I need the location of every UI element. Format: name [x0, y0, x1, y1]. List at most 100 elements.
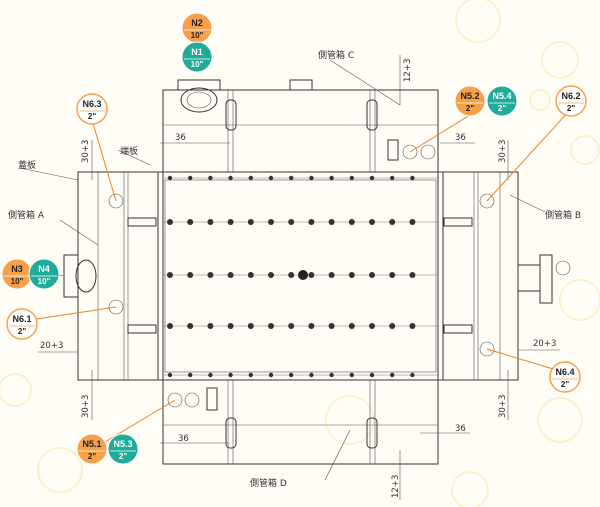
- bolt-mark: [288, 219, 295, 225]
- label-box-a: 側管箱 A: [8, 209, 45, 221]
- bolt-mark: [369, 323, 375, 329]
- bolt-mark: [228, 372, 233, 378]
- n2-name: N2: [191, 18, 203, 28]
- n2-size: 10": [191, 31, 204, 40]
- dim-36-bottom-left: 36: [178, 434, 189, 444]
- bolt-mark: [390, 175, 395, 181]
- bolt-mark: [390, 372, 395, 378]
- bolt-mark: [207, 323, 214, 329]
- nozzle-tag-n6-3: N6.3 2": [76, 93, 108, 125]
- bolt-mark: [409, 219, 416, 225]
- nozzle-tag-n3: N3 10": [1, 258, 33, 290]
- nozzle-tag-n5-3: N5.3 2": [107, 433, 139, 465]
- n6-4-name: N6.4: [555, 367, 574, 377]
- n6-1-size: 2": [18, 327, 26, 336]
- nozzle-tag-n4: N4 10": [28, 258, 60, 290]
- n5-4-name: N5.4: [492, 91, 511, 101]
- bolt-mark: [208, 372, 213, 378]
- n6-3-size: 2": [88, 112, 96, 121]
- dim-12-3-bottom: 12+3: [391, 475, 401, 498]
- n1-name: N1: [191, 47, 203, 57]
- dim-36-top-right: 36: [455, 133, 466, 143]
- bolt-mark: [409, 323, 416, 329]
- label-end-plate: 端板: [120, 145, 138, 157]
- bolt-mark: [389, 219, 396, 225]
- dim-12-3-top: 12+3: [403, 59, 413, 82]
- bolt-mark: [349, 372, 354, 378]
- bolt-mark: [248, 175, 253, 181]
- n6-1-name: N6.1: [12, 314, 31, 324]
- dim-30-3-top-right: 30+3: [498, 140, 508, 163]
- bolt-mark: [188, 175, 193, 181]
- dim-30-3-top-left: 30+3: [81, 140, 91, 163]
- n5-2-name: N5.2: [460, 91, 479, 101]
- bolt-mark: [348, 272, 355, 278]
- n5-1-size: 2": [88, 452, 96, 461]
- dim-36-top-left: 36: [175, 133, 186, 143]
- nozzle-tag-n5-2: N5.2 2": [454, 85, 486, 117]
- bolt-mark: [268, 372, 274, 378]
- bolt-mark: [289, 175, 294, 181]
- bolt-mark: [268, 323, 274, 329]
- bolt-mark: [369, 175, 375, 181]
- bolt-mark: [369, 372, 375, 378]
- bolt-mark: [247, 323, 254, 329]
- bolt-mark: [289, 372, 294, 378]
- bolt-mark: [227, 272, 234, 278]
- bolt-mark: [329, 372, 334, 378]
- bolt-mark: [288, 272, 295, 278]
- bolt-mark: [247, 219, 254, 225]
- bolt-mark: [248, 372, 253, 378]
- bolt-mark: [410, 175, 415, 181]
- dim-20-3-left: 20+3: [40, 341, 63, 351]
- nozzle-tag-n6-4: N6.4 2": [549, 361, 581, 393]
- n5-3-size: 2": [119, 452, 127, 461]
- bolt-mark: [227, 323, 234, 329]
- bolt-mark: [228, 175, 233, 181]
- bolt-mark: [329, 175, 334, 181]
- bolt-mark: [268, 272, 274, 278]
- bolt-mark: [409, 272, 416, 278]
- bolt-mark: [187, 323, 194, 329]
- bolt-mark: [309, 372, 314, 378]
- bolt-mark: [167, 372, 173, 378]
- bolt-mark: [187, 272, 194, 278]
- bolt-mark: [308, 272, 315, 278]
- dim-36-bottom-right: 36: [455, 424, 466, 434]
- nozzle-tag-n2: N2 10": [181, 12, 213, 44]
- n3-name: N3: [11, 264, 23, 274]
- side-box-d: [162, 379, 439, 465]
- bolt-mark: [308, 219, 315, 225]
- bolt-mark: [268, 175, 274, 181]
- dimension-lines: [19, 55, 560, 500]
- bolt-mark: [349, 175, 354, 181]
- side-box-c: [162, 79, 439, 173]
- bolt-mark: [328, 272, 335, 278]
- n6-3-name: N6.3: [82, 99, 101, 109]
- bolt-mark: [328, 219, 335, 225]
- bolt-mark: [309, 175, 314, 181]
- leader-lines: [29, 109, 571, 446]
- n6-2-size: 2": [567, 104, 575, 113]
- side-box-b: [437, 171, 571, 381]
- bolt-mark: [288, 323, 295, 329]
- dim-30-3-bottom-right: 30+3: [498, 395, 508, 418]
- bolt-mark: [348, 323, 355, 329]
- bolt-mark: [167, 219, 173, 225]
- label-box-d: 側管箱 D: [250, 477, 287, 489]
- nozzle-tag-n6-1: N6.1 2": [6, 308, 38, 340]
- bolt-mark: [369, 219, 375, 225]
- bolt-mark: [207, 219, 214, 225]
- bolt-mark: [369, 272, 375, 278]
- bolt-mark: [389, 323, 396, 329]
- label-box-b: 側管箱 B: [545, 209, 581, 221]
- bolt-mark: [389, 272, 396, 278]
- nozzle-tag-n5-4: N5.4 2": [486, 85, 518, 117]
- bolt-mark: [308, 323, 315, 329]
- bolt-mark: [167, 323, 173, 329]
- bolt-mark: [208, 175, 213, 181]
- side-box-a: [63, 171, 164, 381]
- bolt-mark: [167, 175, 173, 181]
- n5-2-size: 2": [466, 104, 474, 113]
